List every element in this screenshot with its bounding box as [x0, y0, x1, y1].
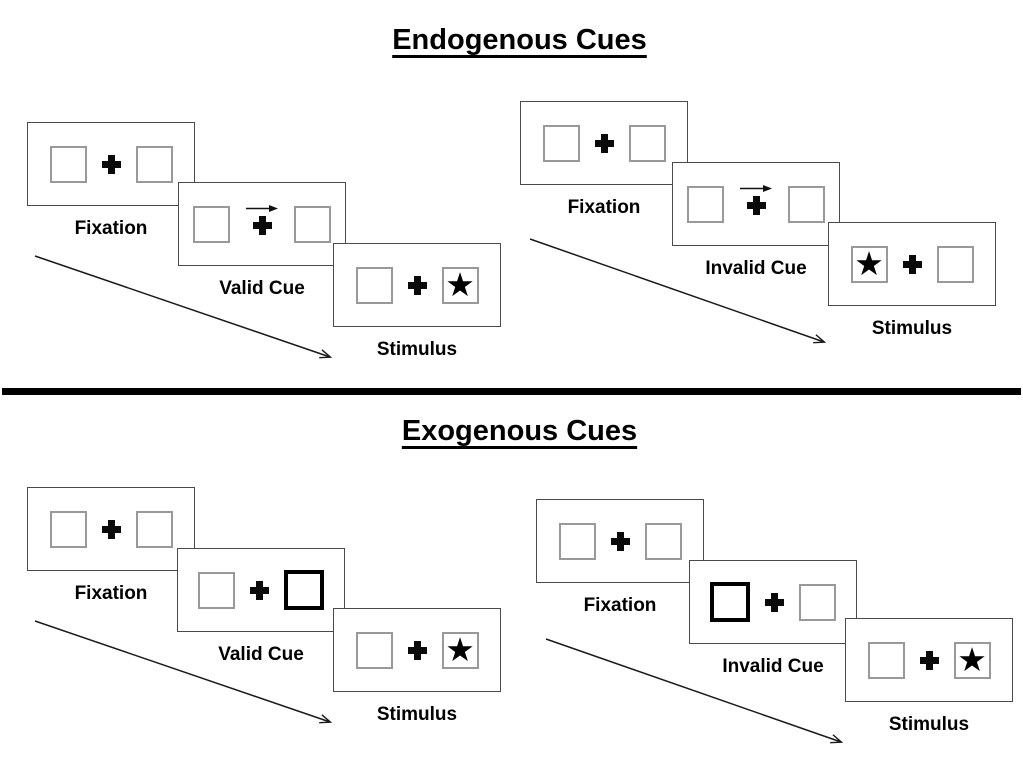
fixation-cross-icon — [746, 195, 766, 215]
stimulus-display: ★ — [828, 222, 996, 306]
star-icon: ★ — [445, 264, 475, 304]
panel-label: Valid Cue — [218, 644, 304, 665]
right-box: ★ — [441, 629, 479, 669]
endo-invalid-cue-panel: Invalid Cue — [672, 162, 840, 279]
left-box — [49, 510, 87, 548]
section-divider-line — [2, 388, 1021, 395]
cue-display — [689, 560, 857, 644]
star-icon: ★ — [957, 639, 987, 679]
fixation-cross-icon — [101, 519, 121, 539]
exo-invalid-stimulus-panel: ★ Stimulus — [845, 618, 1013, 735]
cue-display — [178, 182, 346, 266]
cue-arrow-right-icon — [740, 184, 772, 192]
right-box: ★ — [441, 264, 479, 304]
panel-label: Fixation — [74, 218, 148, 239]
cued-box-right — [284, 570, 324, 610]
left-box — [355, 631, 393, 669]
cue-display — [672, 162, 840, 246]
endo-invalid-fixation-panel: Fixation — [520, 101, 688, 218]
panel-label: Stimulus — [376, 339, 458, 360]
endo-invalid-stimulus-panel: ★ Stimulus — [828, 222, 996, 339]
endo-valid-cue-panel: Valid Cue — [178, 182, 346, 299]
right-box — [644, 522, 682, 560]
panel-label: Fixation — [74, 583, 148, 604]
star-icon: ★ — [445, 629, 475, 669]
right-box — [294, 205, 331, 243]
left-box — [355, 266, 393, 304]
fixation-cross-icon — [902, 254, 922, 274]
fixation-cross-icon — [252, 215, 272, 235]
right-box — [135, 510, 173, 548]
cue-arrow-right-icon — [246, 204, 278, 212]
fixation-cross-icon — [610, 531, 630, 551]
endogenous-section-title: Endogenous Cues — [392, 24, 647, 56]
cued-box-left — [710, 582, 750, 622]
right-box — [788, 185, 825, 223]
fixation-display — [27, 122, 195, 206]
panel-label: Fixation — [567, 197, 641, 218]
fixation-cross-icon — [765, 592, 784, 612]
right-box — [936, 245, 974, 283]
panel-label: Invalid Cue — [705, 258, 807, 279]
fixation-cross-icon — [594, 133, 614, 153]
right-box — [135, 145, 173, 183]
stimulus-display: ★ — [333, 243, 501, 327]
panel-label: Invalid Cue — [722, 656, 824, 677]
star-icon: ★ — [854, 243, 884, 283]
exo-valid-stimulus-panel: ★ Stimulus — [333, 608, 501, 725]
stimulus-display: ★ — [333, 608, 501, 692]
left-box — [193, 205, 230, 243]
panel-label: Stimulus — [888, 714, 970, 735]
left-box — [558, 522, 596, 560]
right-box: ★ — [953, 639, 991, 679]
panel-label: Stimulus — [871, 318, 953, 339]
fixation-display — [536, 499, 704, 583]
panel-label: Fixation — [583, 595, 657, 616]
fixation-cross-icon — [407, 640, 427, 660]
left-box — [542, 124, 580, 162]
exo-valid-fixation-panel: Fixation — [27, 487, 195, 604]
panel-label: Valid Cue — [219, 278, 305, 299]
fixation-cross-icon — [919, 650, 939, 670]
endo-valid-fixation-panel: Fixation — [27, 122, 195, 239]
left-box — [687, 185, 724, 223]
left-box — [49, 145, 87, 183]
exogenous-section-title: Exogenous Cues — [401, 415, 638, 447]
cue-display — [177, 548, 345, 632]
left-box: ★ — [850, 243, 888, 283]
central-cue — [245, 204, 279, 235]
fixation-cross-icon — [407, 275, 427, 295]
left-box — [198, 571, 235, 609]
fixation-display — [27, 487, 195, 571]
fixation-cross-icon — [250, 580, 269, 600]
panel-label: Stimulus — [376, 704, 458, 725]
right-box — [628, 124, 666, 162]
endo-valid-stimulus-panel: ★ Stimulus — [333, 243, 501, 360]
left-box — [867, 641, 905, 679]
exo-invalid-cue-panel: Invalid Cue — [689, 560, 857, 677]
fixation-cross-icon — [101, 154, 121, 174]
fixation-display — [520, 101, 688, 185]
stimulus-display: ★ — [845, 618, 1013, 702]
central-cue — [739, 184, 773, 215]
exo-valid-cue-panel: Valid Cue — [177, 548, 345, 665]
right-box — [799, 583, 836, 621]
exo-invalid-fixation-panel: Fixation — [536, 499, 704, 616]
